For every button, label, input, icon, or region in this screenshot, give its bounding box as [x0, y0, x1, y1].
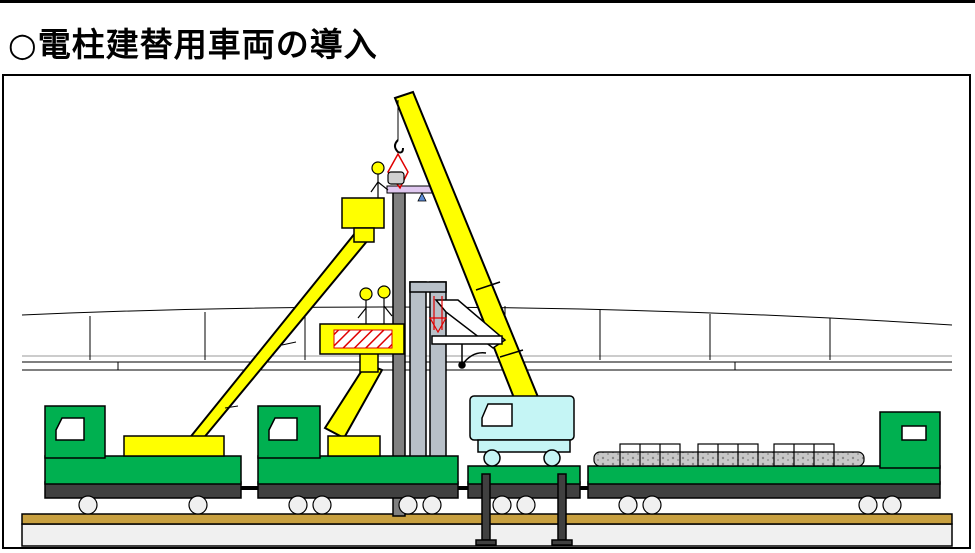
- rail-car-1: [44, 405, 242, 499]
- pole-cargo: [593, 443, 865, 467]
- lifting-sling: [387, 152, 409, 190]
- rail-car-2: [257, 405, 459, 499]
- rail-car-4: [587, 411, 941, 499]
- workers-middle: [357, 285, 393, 324]
- worker-top: [370, 161, 389, 198]
- wire-support-gantry: [428, 296, 507, 369]
- aerial-platform-middle: [319, 323, 405, 355]
- pole-erector-columns: [409, 281, 447, 473]
- outrigger-legs: [475, 473, 573, 546]
- lifted-load: [387, 171, 405, 185]
- couplers: [241, 486, 588, 490]
- aerial-bucket-top: [341, 197, 385, 243]
- crane-hook: [394, 139, 404, 154]
- crane-cab: [469, 395, 575, 467]
- rail-car-3: [467, 465, 581, 499]
- wheels: [78, 495, 902, 515]
- illustration-frame: [2, 74, 971, 549]
- page-title: ○電柱建替用車両の導入: [8, 25, 378, 64]
- top-rule: [0, 0, 975, 3]
